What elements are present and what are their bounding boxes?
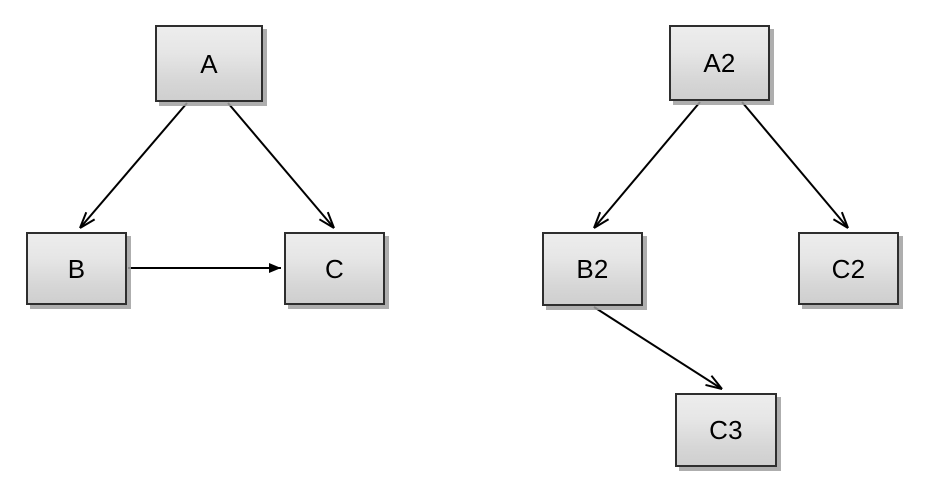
node-b[interactable]: B: [26, 232, 127, 305]
edge-b-to-c: [128, 263, 281, 273]
arrowhead-barb-2: [840, 211, 849, 229]
node-label: C3: [709, 415, 743, 445]
arrowhead-barb-2: [710, 375, 723, 390]
node-a[interactable]: A: [155, 25, 263, 102]
edge-line: [79, 102, 188, 229]
arrowhead-barb-2: [593, 218, 610, 229]
edge-line: [593, 101, 701, 229]
arrowhead-barb-2: [79, 218, 96, 229]
edge-line: [593, 306, 723, 390]
edge-line: [741, 101, 849, 229]
arrowhead-barb-1: [593, 211, 602, 229]
arrowhead-barb-1: [705, 383, 723, 390]
arrowhead-barb-1: [79, 211, 88, 229]
edge-a-to-c: [227, 102, 335, 229]
arrowhead-barb-2: [326, 211, 335, 229]
node-label: C: [325, 253, 344, 284]
arrowhead-barb-1: [832, 218, 849, 229]
node-label: C2: [831, 253, 866, 284]
edge-a-to-b: [79, 102, 188, 229]
node-label: B: [67, 253, 86, 284]
node-label: B2: [576, 254, 609, 284]
node-c[interactable]: C: [284, 232, 385, 305]
node-label: A2: [703, 48, 736, 78]
node-c3[interactable]: C3: [675, 393, 777, 467]
edge-a2-to-b2: [593, 101, 701, 229]
arrowhead-barb-1: [318, 218, 335, 229]
edge-b2-to-c3: [593, 306, 723, 390]
edge-line: [227, 102, 335, 229]
node-label: A: [200, 48, 218, 79]
node-b2[interactable]: B2: [542, 232, 643, 306]
edge-a2-to-c2: [741, 101, 849, 229]
node-c2[interactable]: C2: [798, 232, 899, 305]
node-a2[interactable]: A2: [669, 25, 770, 101]
arrowhead-solid: [269, 263, 281, 273]
